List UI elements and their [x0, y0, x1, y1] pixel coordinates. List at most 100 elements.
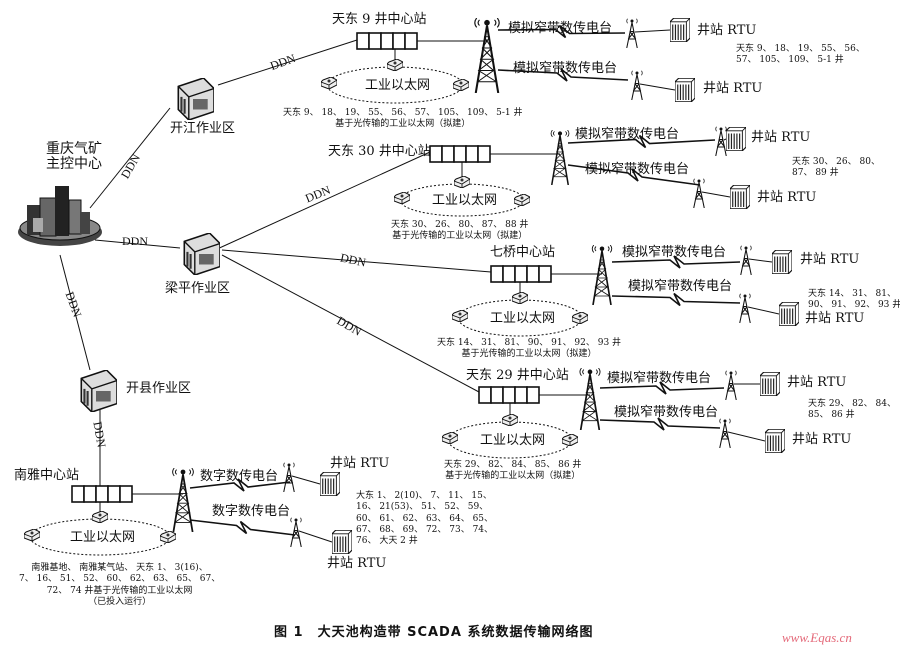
area-label-kaijiang: 开江作业区 [170, 121, 236, 136]
station-2-switch [490, 265, 552, 283]
station-0-remote-tower-a-icon [626, 18, 638, 48]
station-3-switch [478, 386, 540, 404]
station-1-rtu-a-icon [726, 127, 746, 151]
station-4-radio-wave-b [189, 519, 296, 536]
station-0-radio-wave-b [497, 68, 629, 82]
station-2-ethernet-label: 工业以太网 [490, 311, 556, 326]
station-4-remote-tower-b-icon [290, 517, 302, 547]
station-3-rtu-a-icon [760, 372, 780, 396]
station-4-rtu-b-link [298, 530, 333, 543]
station-0-rtu-a-icon [670, 18, 690, 42]
station-3-title: 天东 29 井中心站 [466, 368, 569, 383]
station-0-ethernet-node-top [387, 59, 403, 71]
ddn-link-qiqiao [221, 249, 492, 273]
station-4-fiber-note: 南雅基地、 南雅某气站、 天东 1、 3(16)、 7、 16、 51、 52、… [19, 563, 221, 607]
station-2-remote-tower-b-icon [739, 293, 751, 323]
liangping-router-icon [183, 233, 220, 275]
station-3-rtu-b-link [727, 431, 766, 442]
station-1-tower-icon [549, 130, 571, 185]
station-0-fiber-note: 天东 9、 18、 19、 55、 56、 57、 105、 109、 5-1 … [283, 108, 523, 130]
station-1-fiber-note: 天东 30、 26、 80、 87、 88 井 基于光传输的工业以太网（拟建） [391, 220, 529, 242]
station-0-rtu-a-link [634, 29, 671, 33]
station-0-wells-list: 天东 9、 18、 19、 55、 56、 57、 105、 109、 5-1 … [736, 44, 865, 66]
ddn-link-kaijiang [89, 107, 171, 209]
station-0-rtu-b-link [639, 83, 676, 91]
station-4-radio-a-label: 数字数传电台 [200, 469, 279, 484]
station-4-wells-list: 大东 1、 2(10)、 7、 11、 15、 16、 21(53)、 51、 … [356, 491, 494, 546]
station-3-radio-b-label: 模拟窄带数传电台 [614, 405, 719, 420]
station-2-rtu-a-link [748, 258, 773, 263]
station-2-rtu-a-label: 井站 RTU [800, 252, 860, 267]
station-0-title: 天东 9 井中心站 [332, 12, 427, 27]
station-2-fiber-note: 天东 14、 31、 81、 90、 91、 92、 93 井 基于光传输的工业… [437, 338, 622, 360]
station-1-title: 天东 30 井中心站 [328, 144, 431, 159]
station-1-radio-wave-b [567, 164, 701, 186]
station-2-rtu-b-label: 井站 RTU [805, 311, 865, 326]
station-1-remote-tower-b-icon [693, 178, 705, 208]
station-2-wells-list: 天东 14、 31、 81、 90、 91、 92、 93 井 [808, 289, 900, 311]
station-0-rtu-b-icon [675, 78, 695, 102]
station-1-radio-wave-a [567, 134, 716, 149]
station-1-radio-b-label: 模拟窄带数传电台 [585, 162, 690, 177]
station-0-ethernet-label: 工业以太网 [365, 78, 431, 93]
station-4-rtu-a-link [291, 475, 321, 485]
station-2-rtu-a-icon [772, 250, 792, 274]
station-4-ethernet-node-top [92, 511, 108, 523]
station-4-rtu-b-label: 井站 RTU [327, 556, 387, 571]
ddn-link-tiandong30 [214, 151, 431, 251]
ddn-link-liangping [94, 239, 181, 249]
station-4-rtu-a-label: 井站 RTU [330, 456, 390, 471]
kaixian-router-icon [80, 370, 117, 412]
station-2-radio-wave-a [611, 255, 741, 269]
area-label-liangping: 梁平作业区 [165, 281, 231, 296]
station-4-radio-wave-a [189, 478, 291, 492]
station-4-ethernet-node-left [24, 529, 40, 541]
station-4-rtu-b-icon [332, 530, 352, 554]
station-2-tower-icon [591, 245, 613, 305]
station-0-ethernet-node-left [321, 77, 337, 89]
station-1-remote-tower-a-icon [715, 126, 727, 156]
station-3-remote-tower-a-icon [725, 370, 737, 400]
station-4-ethernet-node-right [160, 531, 176, 543]
station-3-rtu-b-label: 井站 RTU [792, 432, 852, 447]
station-1-ethernet-label: 工业以太网 [432, 193, 498, 208]
station-4-title: 南雅中心站 [14, 468, 80, 483]
station-3-wells-list: 天东 29、 82、 84、 85、 86 井 [808, 399, 896, 421]
station-4-rtu-a-icon [320, 472, 340, 496]
main-control-center-label: 重庆气矿 主控中心 [46, 141, 102, 173]
station-2-radio-b-label: 模拟窄带数传电台 [628, 279, 733, 294]
station-3-remote-tower-b-icon [719, 418, 731, 448]
station-4-switch [71, 485, 133, 503]
station-2-title: 七桥中心站 [490, 245, 556, 260]
station-1-rtu-a-label: 井站 RTU [751, 130, 811, 145]
station-0-rtu-a-label: 井站 RTU [697, 23, 757, 38]
ddn-label-liangping: DDN [122, 234, 148, 248]
figure-caption: 图 1 大天池构造带 SCADA 系统数据传输网络图 [274, 625, 594, 640]
station-2-rtu-b-icon [779, 302, 799, 326]
station-3-radio-wave-a [599, 381, 725, 395]
station-1-rtu-a-link [723, 138, 727, 141]
station-3-ethernet-node-top [502, 414, 518, 426]
ddn-link-tiandong29 [221, 254, 480, 393]
station-1-rtu-b-icon [730, 185, 750, 209]
station-3-rtu-b-icon [765, 429, 785, 453]
station-1-switch [429, 145, 491, 163]
area-label-kaixian: 开县作业区 [126, 381, 192, 396]
kaijiang-router-icon [177, 78, 214, 120]
station-2-ethernet-node-right [572, 312, 588, 324]
station-2-radio-a-label: 模拟窄带数传电台 [622, 245, 727, 260]
station-3-ethernet-node-right [562, 434, 578, 446]
station-0-radio-a-label: 模拟窄带数传电台 [508, 21, 613, 36]
station-2-ethernet-node-left [452, 310, 468, 322]
station-1-ethernet-node-top [454, 176, 470, 188]
station-0-ethernet-node-right [453, 79, 469, 91]
station-1-radio-a-label: 模拟窄带数传电台 [575, 127, 680, 142]
watermark: www.Eqas.cn [782, 630, 852, 645]
station-1-rtu-b-link [701, 191, 731, 198]
station-1-rtu-b-label: 井站 RTU [757, 190, 817, 205]
station-3-fiber-note: 天东 29、 82、 84、 85、 86 井 基于光传输的工业以太网（拟建） [444, 460, 582, 482]
station-0-rtu-b-label: 井站 RTU [703, 81, 763, 96]
station-1-ethernet-node-left [394, 192, 410, 204]
station-2-ethernet-node-top [512, 292, 528, 304]
